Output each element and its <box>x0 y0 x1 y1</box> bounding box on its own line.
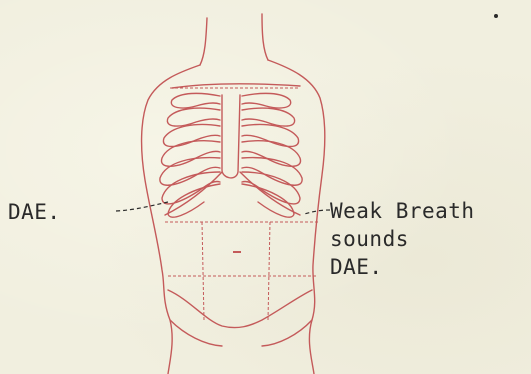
rib-left-7 <box>168 184 220 217</box>
pelvis-curve <box>168 290 312 328</box>
sternum <box>222 95 240 178</box>
rib-right-2 <box>242 108 295 126</box>
neck-outline-right <box>262 14 268 60</box>
leader-line-left <box>116 202 168 211</box>
groin-line-right <box>262 320 312 346</box>
clavicle-line <box>172 84 300 88</box>
rib-right-6 <box>242 172 300 204</box>
neck-outline-left <box>200 18 207 65</box>
rib-left-4 <box>161 141 220 166</box>
rib-left-3 <box>163 125 220 147</box>
grid-line-vertical-left <box>202 222 204 320</box>
rib-right-7 <box>242 184 294 217</box>
rib-left-2 <box>167 108 220 126</box>
annotation-left-dae: DAE. <box>8 200 61 224</box>
annotation-sounds: sounds <box>330 227 409 251</box>
groin-line-left <box>170 320 222 346</box>
rib-left-1 <box>171 93 220 108</box>
costal-margin-right <box>240 172 300 215</box>
rib-right-1 <box>242 93 291 108</box>
ink-dot <box>494 14 498 18</box>
torso-outline-left <box>142 65 200 374</box>
rib-right-4 <box>242 141 301 166</box>
annotation-weak-breath: Weak Breath <box>330 199 475 223</box>
rib-right-3 <box>242 125 299 147</box>
grid-line-vertical-right <box>268 222 270 320</box>
torso-outline-right <box>268 60 325 374</box>
annotation-right-dae: DAE. <box>330 255 383 279</box>
